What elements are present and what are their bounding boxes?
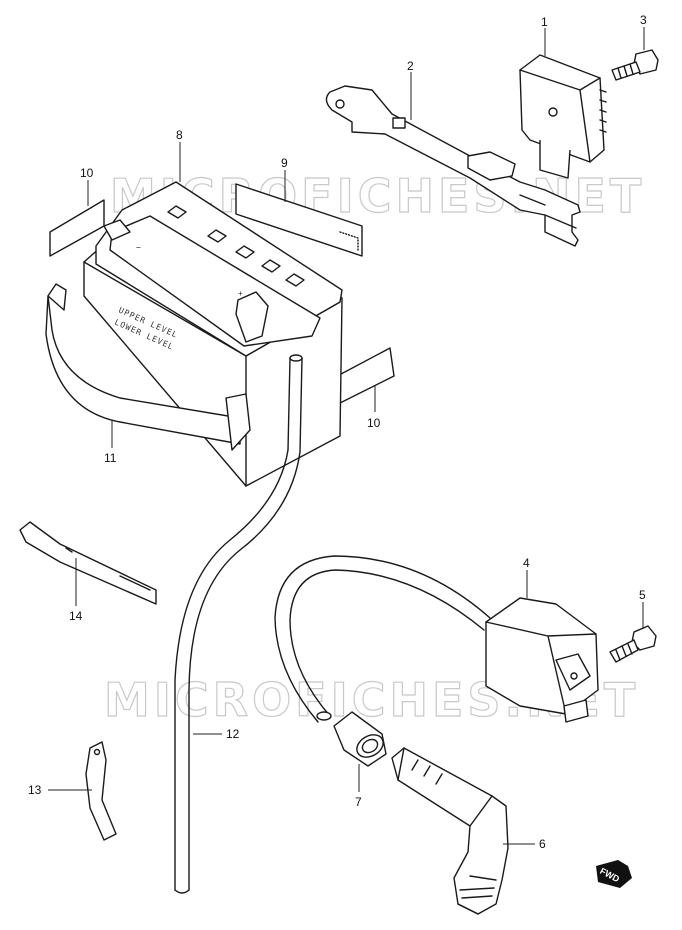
callout-1: 1 (541, 15, 548, 29)
part-12-breather-hose[interactable] (174, 354, 303, 894)
part-6-plug-cap[interactable] (391, 747, 509, 915)
callout-4: 4 (523, 556, 530, 570)
callout-13: 13 (28, 783, 42, 797)
callout-9: 9 (281, 156, 288, 170)
callout-10-left: 10 (80, 166, 94, 180)
part-9-cushion[interactable] (235, 183, 363, 257)
callout-8: 8 (176, 128, 183, 142)
battery-minus-mark: − (136, 243, 142, 252)
callout-11: 11 (104, 451, 117, 465)
callout-10-right: 10 (367, 416, 381, 430)
part-2-bracket[interactable] (325, 85, 581, 247)
callout-12: 12 (226, 727, 240, 741)
fwd-arrow: FWD (596, 860, 632, 888)
part-11-band[interactable] (45, 283, 251, 451)
callout-3: 3 (640, 13, 647, 27)
part-4-ignition-coil[interactable] (274, 555, 599, 723)
battery-plus-mark: + (238, 289, 244, 298)
part-13-clamp[interactable] (85, 741, 117, 841)
part-3-screw[interactable] (611, 49, 659, 81)
callout-numbers: 1 2 3 4 5 6 7 8 9 10 10 11 12 13 14 (28, 13, 647, 851)
part-8-battery[interactable]: − + UPPER LEVEL LOWER LEVEL (83, 181, 343, 487)
callout-7: 7 (355, 795, 362, 809)
callout-2: 2 (407, 59, 414, 73)
leader-lines (48, 27, 645, 845)
callout-6: 6 (539, 837, 546, 851)
part-5-screw[interactable] (609, 625, 657, 663)
part-7-cap[interactable] (333, 711, 387, 767)
part-14-clamp[interactable] (19, 521, 157, 605)
callout-14: 14 (69, 609, 83, 623)
callout-5: 5 (639, 588, 646, 602)
part-1-relay[interactable] (519, 54, 607, 179)
